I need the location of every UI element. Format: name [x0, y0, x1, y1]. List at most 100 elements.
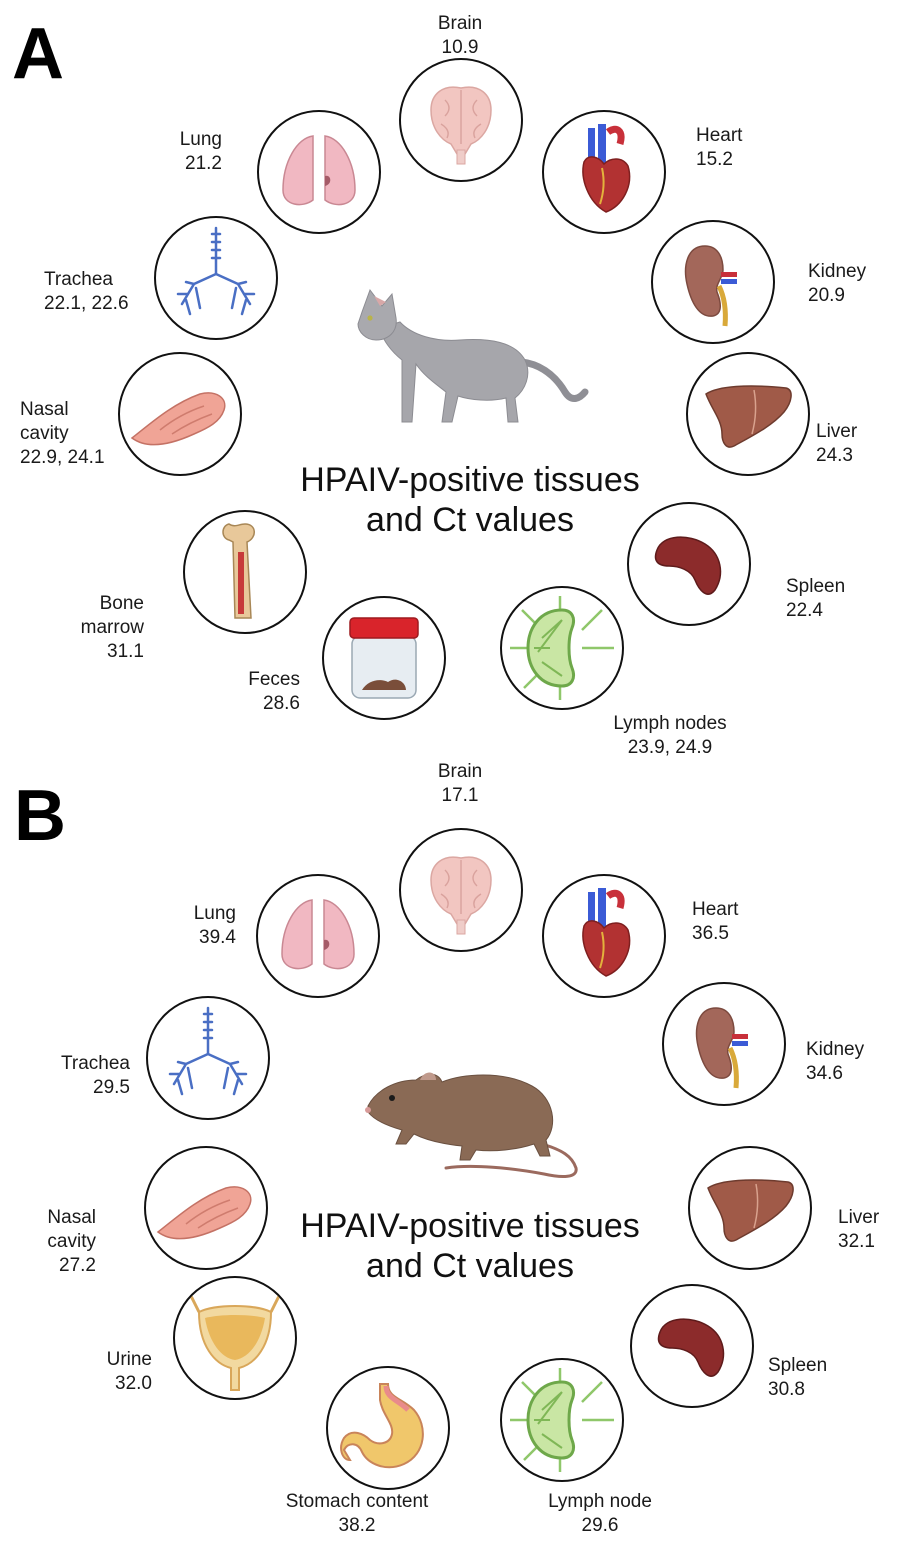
tissue-name: Nasal — [20, 399, 69, 420]
heart-icon — [582, 124, 631, 213]
tissue-name: Heart — [692, 899, 739, 920]
tissue-node-nasal-cavity — [144, 1146, 268, 1270]
tissue-label-trachea: Trachea 22.1, 22.6 — [44, 268, 129, 316]
tissue-node-feces — [322, 596, 446, 720]
tissue-node-trachea — [146, 996, 270, 1120]
tissue-node-brain — [399, 58, 523, 182]
lung-icon — [281, 899, 355, 970]
tissue-label-lymph-nodes: Lymph nodes 23.9, 24.9 — [590, 712, 750, 760]
tissue-label-heart: Heart 36.5 — [692, 898, 738, 946]
tissue-label-feces: Feces 28.6 — [200, 668, 300, 716]
liver-icon — [707, 1179, 794, 1242]
tissue-label-lung: Lung 21.2 — [150, 128, 222, 176]
panel-a: A HPAIV-positive tissues and Ct values B… — [12, 12, 866, 760]
tissue-node-lymph-nodes — [500, 586, 624, 710]
tissue-name: Trachea — [61, 1053, 130, 1074]
ct-value: 20.9 — [808, 285, 845, 306]
cat-icon — [357, 288, 589, 423]
tissue-node-heart — [542, 110, 666, 234]
tissue-node-liver — [686, 352, 810, 476]
spleen-icon — [654, 536, 722, 595]
tissue-label-heart: Heart 15.2 — [696, 124, 742, 172]
tissue-node-bone-marrow — [183, 510, 307, 634]
ct-value: 28.6 — [263, 693, 300, 714]
ct-value: 22.9, 24.1 — [20, 447, 105, 468]
nasal-cavity-icon — [130, 392, 226, 446]
tissue-name: cavity — [20, 423, 69, 444]
ct-value: 22.1, 22.6 — [44, 293, 129, 314]
bone-marrow-icon — [222, 523, 255, 619]
tissue-label-spleen: Spleen 22.4 — [786, 575, 845, 623]
rat-icon — [365, 1072, 578, 1178]
tissue-label-liver: Liver 24.3 — [816, 420, 857, 468]
ct-value: 30.8 — [768, 1379, 805, 1400]
tissue-node-heart — [542, 874, 666, 998]
tissue-node-liver — [688, 1146, 812, 1270]
title-line-2: and Ct values — [366, 501, 574, 539]
tissue-name: Spleen — [768, 1355, 828, 1376]
stomach-icon — [340, 1383, 424, 1469]
title-line-1: HPAIV-positive tissues — [300, 1207, 640, 1245]
tissue-label-stomach-content: Stomach content 38.2 — [262, 1490, 452, 1538]
tissue-name: cavity — [47, 1231, 96, 1252]
tissue-name: Bone — [99, 593, 144, 614]
tissue-label-urine: Urine 32.0 — [80, 1348, 152, 1396]
tissue-node-lung — [256, 874, 380, 998]
ct-value: 29.5 — [93, 1077, 130, 1098]
title-line-1: HPAIV-positive tissues — [300, 461, 640, 499]
ct-value: 32.0 — [115, 1373, 152, 1394]
tissue-node-urine — [173, 1276, 297, 1400]
ct-value: 24.3 — [816, 445, 853, 466]
tissue-name: Brain — [437, 761, 483, 782]
bladder-icon — [187, 1291, 283, 1391]
ct-value: 10.9 — [441, 37, 479, 58]
lymph-node-icon — [510, 596, 614, 700]
panel-letter: B — [14, 776, 66, 856]
kidney-icon — [695, 1007, 748, 1089]
ct-value: 15.2 — [696, 149, 733, 170]
tissue-node-lung — [257, 110, 381, 234]
tissue-node-kidney — [662, 982, 786, 1106]
panel-b: B HPAIV-positive tissues and Ct values B… — [0, 761, 900, 1560]
ct-value: 17.1 — [441, 785, 479, 806]
nasal-cavity-icon — [156, 1186, 252, 1240]
tissue-name: Spleen — [786, 576, 846, 597]
tissue-node-trachea — [154, 216, 278, 340]
tissue-label-brain: Brain 17.1 — [405, 760, 515, 808]
tissue-label-nasal-cavity: Nasal cavity 22.9, 24.1 — [20, 398, 105, 470]
ct-value: 36.5 — [692, 923, 729, 944]
kidney-icon — [684, 245, 737, 327]
liver-icon — [705, 385, 792, 448]
ct-value: 34.6 — [806, 1063, 843, 1084]
tissue-node-kidney — [651, 220, 775, 344]
tissue-name: Liver — [838, 1207, 880, 1228]
spleen-icon — [657, 1318, 725, 1377]
tissue-name: Lymph node — [548, 1491, 652, 1512]
ct-value: 31.1 — [107, 641, 144, 662]
tissue-name: marrow — [80, 617, 144, 638]
tissue-name: Brain — [437, 13, 483, 34]
heart-icon — [582, 888, 631, 977]
brain-icon — [430, 856, 492, 935]
tissue-label-kidney: Kidney 34.6 — [806, 1038, 864, 1086]
ct-value: 27.2 — [59, 1255, 96, 1276]
ct-value: 39.4 — [199, 927, 236, 948]
tissue-name: Feces — [248, 669, 300, 690]
tissue-name: Urine — [106, 1349, 152, 1370]
tissue-node-lymph-node — [500, 1358, 624, 1482]
center-title: HPAIV-positive tissues and Ct values — [270, 460, 670, 540]
tissue-name: Lung — [179, 129, 222, 150]
tissue-label-bone-marrow: Bone marrow 31.1 — [40, 592, 144, 664]
tissue-name: Lung — [193, 903, 236, 924]
ct-value: 23.9, 24.9 — [627, 737, 713, 758]
tissue-name: Liver — [816, 421, 858, 442]
tissue-node-spleen — [630, 1284, 754, 1408]
trachea-icon — [168, 1006, 248, 1096]
tissue-node-brain — [399, 828, 523, 952]
tissue-node-stomach-content — [326, 1366, 450, 1490]
tissue-label-brain: Brain 10.9 — [405, 12, 515, 60]
lymph-node-icon — [510, 1368, 614, 1472]
tissue-label-nasal-cavity: Nasal cavity 27.2 — [20, 1206, 96, 1278]
tissue-name: Trachea — [44, 269, 113, 290]
tissue-label-kidney: Kidney 20.9 — [808, 260, 866, 308]
